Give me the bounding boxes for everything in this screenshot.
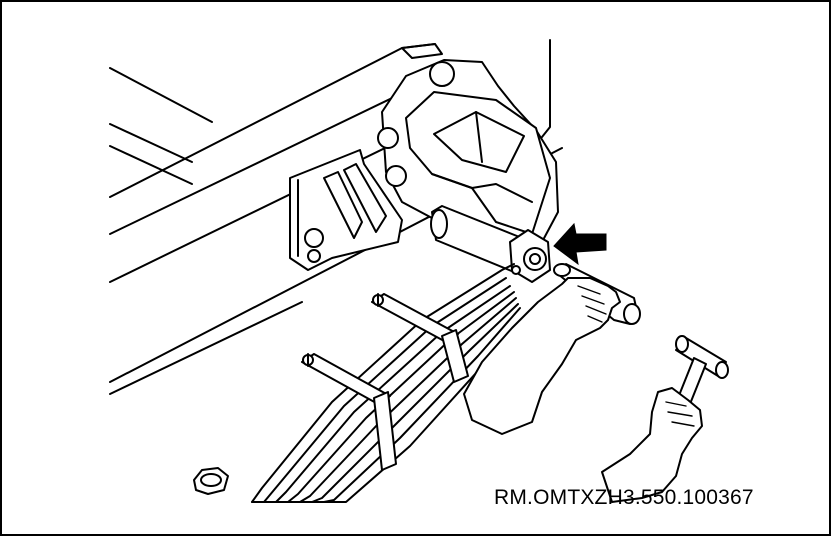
direction-arrow-icon bbox=[553, 222, 607, 266]
hammer-icon bbox=[675, 335, 729, 405]
spring-clip-lower bbox=[301, 353, 397, 471]
hand-with-punch bbox=[463, 277, 621, 435]
spring-clip-upper bbox=[371, 293, 469, 383]
bump-stop-bracket bbox=[289, 149, 403, 271]
nut bbox=[193, 467, 229, 495]
spring-hanger-bracket bbox=[377, 59, 559, 251]
spring-eye-bushing bbox=[430, 205, 551, 283]
figure-reference-code: RM.OMTXZH3.550.100367 bbox=[494, 486, 754, 509]
hand-with-hammer bbox=[601, 387, 703, 503]
frame-rail bbox=[109, 39, 563, 395]
